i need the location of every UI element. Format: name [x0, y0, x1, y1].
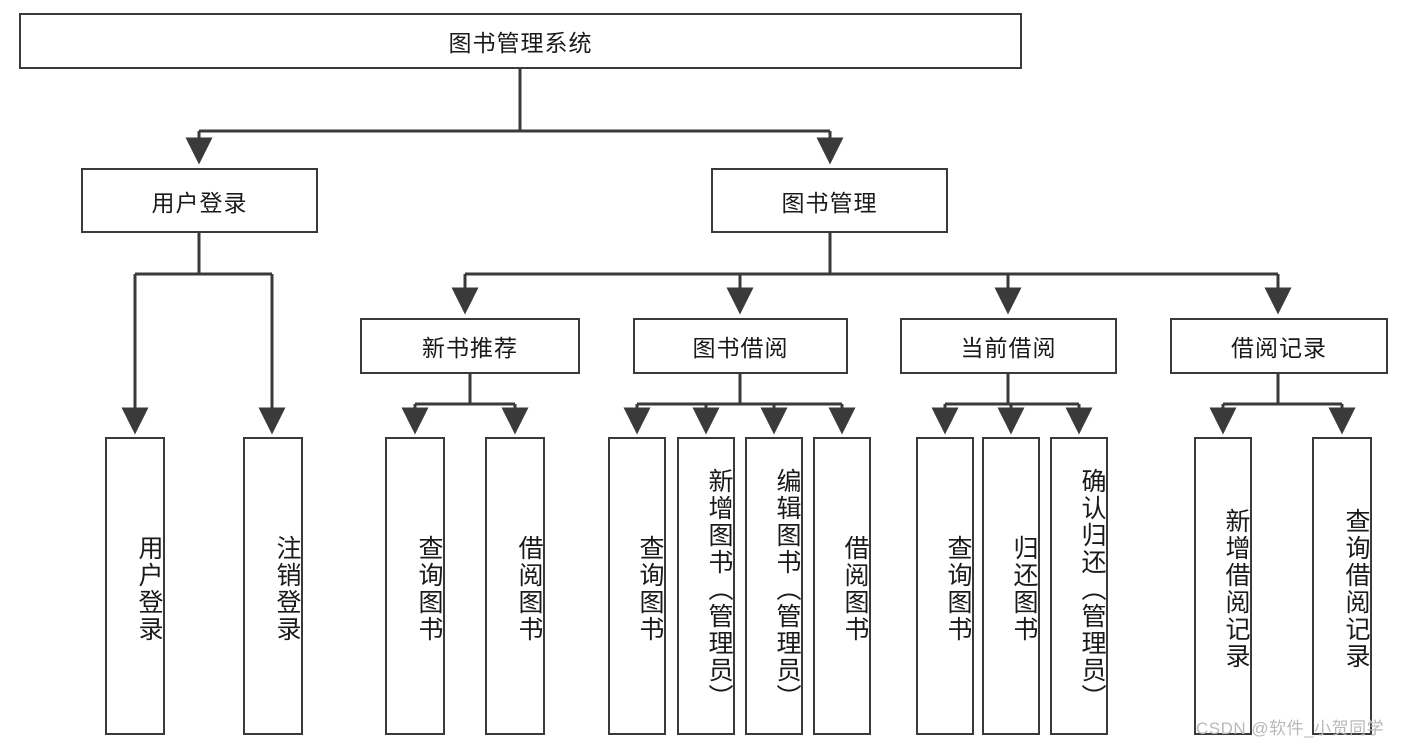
node-leaf-return-book[interactable]: 归还图书 [982, 437, 1040, 735]
leaf-label: 查询图书 [415, 535, 443, 643]
node-leaf-add-record[interactable]: 新增借阅记录 [1194, 437, 1252, 735]
node-leaf-logout[interactable]: 注销登录 [243, 437, 303, 735]
leaf-label: 借阅图书 [841, 535, 869, 643]
leaf-label: 归还图书 [1010, 535, 1038, 643]
node-book-manage[interactable]: 图书管理 [711, 168, 948, 233]
node-leaf-edit-book[interactable]: 编辑图书（管理员） [745, 437, 803, 735]
node-leaf-query-book-cur[interactable]: 查询图书 [916, 437, 974, 735]
node-leaf-query-book[interactable]: 查询图书 [608, 437, 666, 735]
node-leaf-query-record[interactable]: 查询借阅记录 [1312, 437, 1372, 735]
node-leaf-add-book[interactable]: 新增图书（管理员） [677, 437, 735, 735]
leaf-label: 查询借阅记录 [1342, 508, 1370, 670]
leaf-label: 查询图书 [636, 535, 664, 643]
leaf-label: 新增借阅记录 [1222, 508, 1250, 670]
node-leaf-confirm-return[interactable]: 确认归还（管理员） [1050, 437, 1108, 735]
node-leaf-borrow-book-rec[interactable]: 借阅图书 [485, 437, 545, 735]
node-leaf-query-book-rec[interactable]: 查询图书 [385, 437, 445, 735]
leaf-label: 注销登录 [273, 535, 301, 643]
node-book-borrow[interactable]: 图书借阅 [633, 318, 848, 374]
node-leaf-user-login[interactable]: 用户登录 [105, 437, 165, 735]
node-new-book-rec[interactable]: 新书推荐 [360, 318, 580, 374]
node-user-login[interactable]: 用户登录 [81, 168, 318, 233]
csdn-watermark: CSDN @软件_小贺同学 [1196, 719, 1385, 738]
leaf-label: 新增图书（管理员） [705, 467, 733, 711]
leaf-label: 查询图书 [944, 535, 972, 643]
leaf-label: 确认归还（管理员） [1078, 467, 1106, 711]
leaf-label: 用户登录 [135, 535, 163, 643]
node-root[interactable]: 图书管理系统 [19, 13, 1022, 69]
node-current-borrow[interactable]: 当前借阅 [900, 318, 1117, 374]
node-leaf-borrow-book[interactable]: 借阅图书 [813, 437, 871, 735]
leaf-label: 编辑图书（管理员） [773, 467, 801, 711]
node-borrow-record[interactable]: 借阅记录 [1170, 318, 1388, 374]
leaf-label: 借阅图书 [515, 535, 543, 643]
